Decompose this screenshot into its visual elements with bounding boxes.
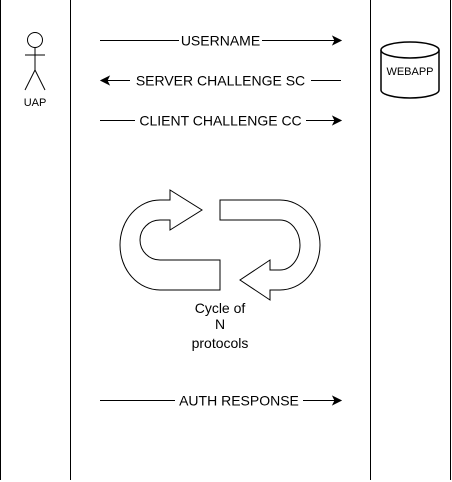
server-label: WEBAPP (386, 66, 433, 78)
message-label-auth-response: AUTH RESPONSE (179, 393, 299, 409)
message-label-client-challenge: CLIENT CHALLENGE CC (139, 113, 301, 129)
cycle-caption-line-2: N (215, 316, 225, 332)
message-username: USERNAME (100, 32, 343, 49)
message-label-server-challenge: SERVER CHALLENGE SC (136, 73, 305, 89)
message-label-username: USERNAME (181, 33, 260, 49)
message-client-challenge: CLIENT CHALLENGE CC (100, 112, 343, 129)
cycle-caption-line-1: Cycle of (195, 300, 246, 316)
message-auth-response: AUTH RESPONSE (100, 392, 343, 409)
cycle-arrows-icon (119, 189, 321, 301)
actor-label: UAP (24, 97, 47, 109)
cycle-caption-line-3: protocols (192, 335, 249, 351)
message-server-challenge: SERVER CHALLENGE SC (99, 72, 341, 89)
database-cylinder-icon (380, 41, 440, 99)
stick-figure-icon (24, 32, 46, 91)
